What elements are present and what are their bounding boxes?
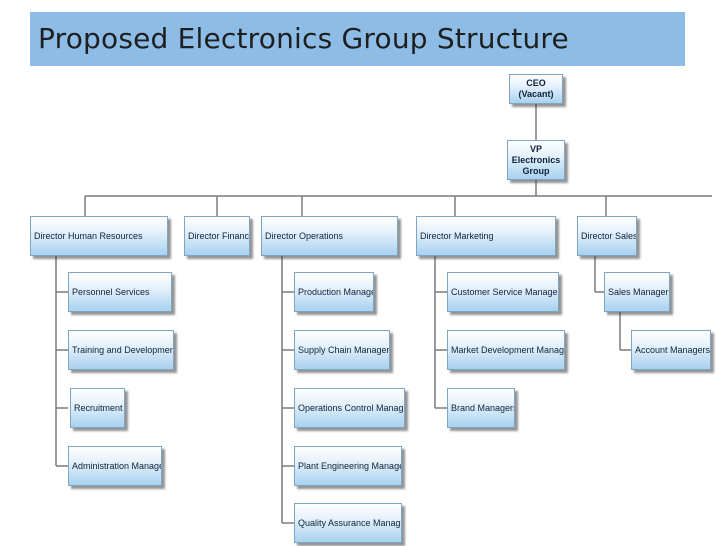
hr-report-label: Training and Development [72, 345, 174, 355]
director-marketing-box: Director Marketing [416, 216, 556, 256]
sales-manager-report-label: Account Managers [635, 345, 711, 355]
operations-report-box: Quality Assurance Manager [294, 503, 402, 543]
hr-report-label: Personnel Services [72, 287, 150, 297]
operations-report-label: Production Manager [298, 287, 374, 297]
ceo-title: CEO [526, 78, 546, 88]
marketing-report-label: Customer Service Manager [451, 287, 559, 297]
director-operations-box: Director Operations [261, 216, 398, 256]
operations-report-box: Operations Control Manager [294, 388, 405, 428]
operations-report-label: Operations Control Manager [298, 403, 405, 413]
ceo-status: (Vacant) [518, 89, 554, 99]
director-hr-label: Director Human Resources [34, 231, 143, 241]
operations-report-box: Supply Chain Manager [294, 330, 390, 370]
operations-report-label: Quality Assurance Manager [298, 518, 402, 528]
operations-report-label: Plant Engineering Manager [298, 461, 402, 471]
director-operations-label: Director Operations [265, 231, 344, 241]
marketing-report-box: Customer Service Manager [447, 272, 559, 312]
marketing-report-label: Market Development Manager [451, 345, 565, 355]
sales-manager-report-box: Account Managers [631, 330, 711, 370]
vp-title-line1: VP [529, 143, 542, 154]
page-title: Proposed Electronics Group Structure [38, 22, 569, 55]
director-sales-box: Director Sales [577, 216, 637, 256]
director-marketing-label: Director Marketing [420, 231, 494, 241]
operations-report-label: Supply Chain Manager [298, 345, 390, 355]
marketing-report-label: Brand Managers [451, 403, 515, 413]
hr-report-box: Training and Development [68, 330, 174, 370]
hr-report-label: Administration Manager [72, 461, 162, 471]
hr-report-label: Recruitment [74, 403, 123, 413]
sales-report-box: Sales Manager [604, 272, 670, 312]
director-finance-box: Director Finance [184, 216, 250, 256]
title-bar: Proposed Electronics Group Structure [30, 12, 685, 66]
vp-title-line2: Electronics [511, 154, 561, 165]
operations-report-box: Plant Engineering Manager [294, 446, 402, 486]
hr-report-box: Personnel Services [68, 272, 172, 312]
vp-title-line3: Group [522, 165, 550, 176]
marketing-report-box: Brand Managers [447, 388, 515, 428]
hr-report-box: Recruitment [70, 388, 125, 428]
marketing-report-box: Market Development Manager [447, 330, 565, 370]
director-finance-label: Director Finance [188, 231, 250, 241]
vp-box: VP Electronics Group [507, 140, 565, 180]
director-sales-label: Director Sales [581, 231, 637, 241]
hr-report-box: Administration Manager [68, 446, 162, 486]
director-hr-box: Director Human Resources [30, 216, 168, 256]
ceo-box: CEO (Vacant) [509, 74, 563, 104]
operations-report-box: Production Manager [294, 272, 374, 312]
sales-report-label: Sales Manager [608, 287, 669, 297]
